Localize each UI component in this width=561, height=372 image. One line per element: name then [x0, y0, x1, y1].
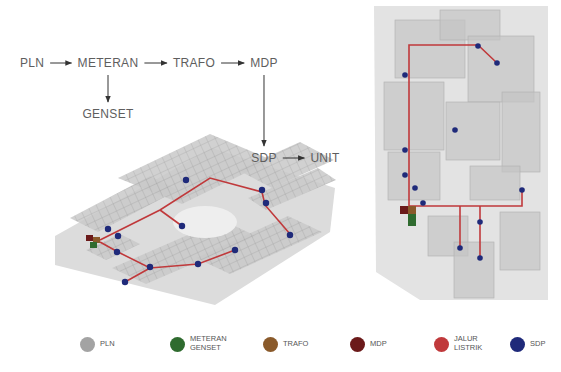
courtyard	[173, 206, 237, 238]
flow-arrow	[283, 158, 305, 159]
flow-arrow	[221, 63, 244, 64]
legend-text: METERAN GENSET	[190, 335, 234, 352]
node-text: UNIT	[310, 151, 339, 165]
power-line	[409, 45, 497, 206]
power-line	[100, 178, 290, 240]
illustration-part	[475, 43, 481, 49]
illustration-part	[388, 152, 440, 200]
mdp-block	[86, 235, 93, 241]
roof-block	[248, 168, 336, 210]
illustration-part	[232, 247, 238, 253]
flow-label: GENSET	[79, 105, 136, 123]
legend-text: JALUR LISTRIK	[454, 335, 494, 352]
power-line	[160, 210, 182, 226]
legend-swatch	[80, 337, 95, 352]
illustration-part	[477, 219, 483, 225]
legend-item: SDP	[510, 333, 560, 355]
building-blocks	[384, 10, 540, 298]
legend-item: PLN	[80, 333, 130, 355]
illustration-part	[519, 187, 525, 193]
flow-label: METERAN	[75, 54, 142, 72]
illustration-part	[263, 200, 269, 206]
legend-text: TRAFO	[283, 340, 323, 349]
node-text: SDP	[251, 151, 277, 165]
node-text: METERAN	[78, 56, 139, 70]
legend-swatch	[510, 337, 525, 352]
illustration-part	[105, 226, 111, 232]
trafo-block	[408, 206, 416, 214]
meter-block	[90, 242, 97, 248]
legend-item: MDP	[350, 333, 400, 355]
flow-arrow	[108, 75, 109, 102]
illustration-part	[454, 242, 494, 298]
flow-arrow	[263, 75, 264, 146]
flow-arrow	[144, 63, 167, 64]
flow-label: MDP	[247, 54, 281, 72]
node-text: PLN	[20, 56, 44, 70]
illustration-part	[457, 245, 463, 251]
illustration-part	[195, 261, 201, 267]
illustration-part	[183, 177, 189, 183]
legend-text: MDP	[370, 340, 400, 349]
flow-label: UNIT	[307, 149, 342, 167]
power-line	[100, 242, 235, 268]
illustration-part	[287, 232, 293, 238]
illustration-part	[259, 187, 265, 193]
illustration-part	[115, 233, 121, 239]
legend-swatch	[350, 337, 365, 352]
illustration-part	[446, 102, 500, 160]
illustration-part	[502, 92, 540, 172]
illustration-part	[477, 255, 483, 261]
sdp-dots	[105, 177, 293, 285]
illustration-part	[179, 223, 185, 229]
illustration-part	[500, 212, 540, 270]
illustration-part	[402, 72, 408, 78]
illustration-part	[420, 200, 426, 206]
meter-block	[408, 214, 416, 226]
isometric-view	[55, 134, 336, 305]
roof-block	[86, 234, 140, 260]
node-text: GENSET	[82, 107, 133, 121]
illustration-part	[470, 166, 520, 200]
legend-item: METERAN GENSET	[170, 333, 234, 355]
flow-label: SDP	[248, 149, 280, 167]
illustration-part	[452, 127, 458, 133]
legend-swatch	[434, 337, 449, 352]
illustration-part	[440, 10, 500, 40]
legend-item: JALUR LISTRIK	[434, 333, 494, 355]
sdp-dots	[402, 43, 525, 261]
illustration-part	[147, 264, 153, 270]
flow-arrow	[50, 63, 71, 64]
legend-swatch	[263, 337, 278, 352]
power-line	[479, 206, 481, 258]
illustration-part	[114, 249, 120, 255]
legend-text: SDP	[530, 340, 560, 349]
legend-item: TRAFO	[263, 333, 323, 355]
legend-text: PLN	[100, 340, 130, 349]
legend-swatch	[170, 337, 185, 352]
flow-label: TRAFO	[170, 54, 218, 72]
power-line	[409, 190, 522, 206]
illustration-part	[122, 279, 128, 285]
flow-label: PLN	[17, 54, 47, 72]
illustration-part	[402, 147, 408, 153]
power-line	[459, 206, 461, 248]
site-plan	[374, 6, 548, 300]
node-text: TRAFO	[173, 56, 215, 70]
node-text: MDP	[250, 56, 278, 70]
illustration-part	[384, 82, 444, 150]
plan-view	[374, 6, 548, 300]
mdp-block	[400, 206, 408, 214]
power-line	[125, 268, 150, 282]
illustration-part	[412, 185, 418, 191]
illustration-part	[402, 172, 408, 178]
illustration-part	[494, 60, 500, 66]
